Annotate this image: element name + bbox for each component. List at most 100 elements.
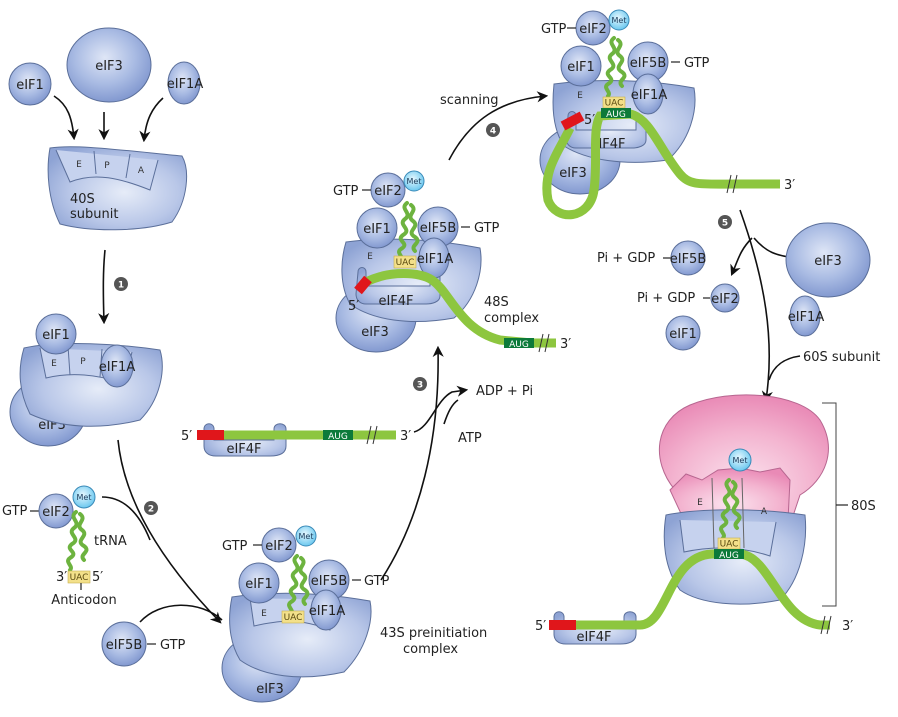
- three-prime-label: 3′: [400, 429, 411, 444]
- eIF3-label: eIF3: [256, 682, 284, 697]
- site-E: E: [76, 160, 82, 170]
- met-label: Met: [77, 493, 92, 502]
- eIF1-label: eIF1: [669, 327, 697, 342]
- 43S-complex-label-line2: complex: [403, 642, 458, 657]
- eIF1-label: eIF1: [245, 577, 273, 592]
- step-3-badge: 3: [413, 377, 427, 391]
- aug-codon: AUG: [606, 110, 626, 120]
- met-label: Met: [612, 16, 627, 25]
- anticodon-uac: UAC: [720, 540, 739, 550]
- arrow-atp-branch: [443, 399, 459, 425]
- gtp-label: GTP: [684, 56, 710, 71]
- trna-label: tRNA: [94, 534, 127, 549]
- site-P: P: [104, 161, 110, 171]
- gtp-label: GTP: [333, 184, 359, 199]
- released-eIF2: Pi + GDP eIF2: [637, 283, 740, 313]
- aug-codon: AUG: [509, 340, 529, 350]
- complex-48S: eIF3 eIF4F E eIF1 eIF5B GTP eIF1A UAC AU…: [333, 170, 571, 353]
- 80S-label: 80S: [851, 499, 876, 514]
- eIF5B-label: eIF5B: [670, 252, 707, 267]
- arrow-step-5: [739, 209, 773, 403]
- eIF1-label: eIF1: [16, 78, 44, 93]
- released-eIF1: eIF1: [665, 315, 701, 351]
- arrow-atp-to-adp: [413, 385, 469, 433]
- anticodon-uac: UAC: [284, 613, 303, 623]
- aug-codon: AUG: [328, 432, 348, 442]
- site-E: E: [261, 609, 267, 619]
- scanning-complex: eIF3 eIF4F E eIF1 eIF5B GTP eIF1A UAC AU…: [539, 9, 795, 220]
- step-1-number: 1: [118, 281, 124, 291]
- eIF1A-label: eIF1A: [309, 604, 346, 619]
- site-E: E: [51, 359, 57, 369]
- eIF2-label: eIF2: [265, 539, 293, 554]
- released-eIF5B: Pi + GDP eIF5B: [597, 240, 707, 276]
- complex-43S: eIF3 E eIF1 eIF5B GTP eIF1A UAC eIF2 GTP…: [221, 525, 390, 703]
- met-label: Met: [407, 177, 422, 186]
- adp-pi-label: ADP + Pi: [476, 384, 533, 399]
- five-prime-label: 5′: [181, 429, 192, 444]
- eIF1-label: eIF1: [42, 328, 70, 343]
- 48S-complex-label: 48S: [484, 295, 509, 310]
- site-P: P: [80, 357, 86, 367]
- eIF1A-label: eIF1A: [99, 360, 136, 375]
- anticodon-label: Anticodon: [51, 593, 116, 608]
- pi-gdp-label: Pi + GDP: [597, 251, 655, 266]
- step-3-number: 3: [417, 381, 423, 391]
- atp-label: ATP: [458, 431, 482, 446]
- eIF3-label: eIF3: [559, 166, 587, 181]
- 40S-subunit-label: subunit: [70, 207, 118, 222]
- complex-40S-eIF1-eIF1A-eIF3: eIF3 E P eIF1 eIF1A: [9, 313, 163, 447]
- gtp-label: GTP: [364, 574, 390, 589]
- mrna-eIF4F-complex: eIF4F AUG 5′ 3′: [181, 423, 411, 457]
- free-eIF3: eIF3: [66, 27, 152, 103]
- ternary-complex: GTP eIF2 Met tRNA UAC 3′ 5′ Anticodon: [2, 485, 127, 608]
- five-prime-label: 5′: [92, 570, 103, 585]
- aug-codon: AUG: [719, 551, 739, 561]
- anticodon-uac: UAC: [70, 573, 89, 583]
- eIF3-label: eIF3: [361, 325, 389, 340]
- eIF5B-label: eIF5B: [311, 574, 348, 589]
- arrow-step-3: [380, 345, 444, 581]
- scanning-label: scanning: [440, 93, 498, 108]
- eIF3-label: eIF3: [814, 254, 842, 269]
- free-eIF5B: eIF5B GTP: [101, 621, 186, 667]
- step-5-number: 5: [722, 219, 728, 229]
- arrow-release-left: [730, 237, 753, 277]
- eIF1-label: eIF1: [567, 60, 595, 75]
- site-A: A: [761, 507, 768, 517]
- gtp-label: GTP: [541, 22, 567, 37]
- eIF1A-label: eIF1A: [631, 88, 668, 103]
- met-label: Met: [299, 532, 314, 541]
- step-5-badge: 5: [718, 215, 732, 229]
- trna-icon: [66, 510, 89, 572]
- arrow-step-1: [98, 249, 110, 325]
- anticodon-uac: UAC: [396, 258, 415, 268]
- eIF1-label: eIF1: [363, 222, 391, 237]
- eIF1A-label: eIF1A: [167, 77, 204, 92]
- step-4-number: 4: [490, 127, 496, 137]
- 60S-subunit-label: 60S subunit: [803, 350, 880, 365]
- arrow-eIF5B-merge: [139, 604, 223, 623]
- step-2-badge: 2: [144, 501, 158, 515]
- free-eIF1A: eIF1A: [167, 61, 204, 105]
- site-E: E: [697, 498, 703, 508]
- eIF2-label: eIF2: [711, 292, 739, 307]
- eIF2-label: eIF2: [579, 22, 607, 37]
- anticodon-uac: UAC: [605, 99, 624, 109]
- arrow-step-2: [117, 439, 222, 624]
- mrna-eIF4F-80S: eIF4F 5′: [535, 611, 640, 645]
- eIF4F-label: eIF4F: [576, 630, 611, 645]
- eIF2-label: eIF2: [42, 505, 70, 520]
- arrow-eIF1A-to-40S: [139, 97, 164, 143]
- arrow-60S-join: [768, 355, 801, 381]
- three-prime-label: 3′: [560, 337, 571, 352]
- five-prime-label: 5′: [584, 113, 595, 128]
- 48S-complex-label-line2: complex: [484, 311, 539, 326]
- arrow-step-4-scanning: [448, 91, 549, 161]
- gtp-label: GTP: [222, 539, 248, 554]
- five-prime-label: 5′: [535, 619, 546, 634]
- step-1-badge: 1: [114, 277, 128, 291]
- pi-gdp-label: Pi + GDP: [637, 291, 695, 306]
